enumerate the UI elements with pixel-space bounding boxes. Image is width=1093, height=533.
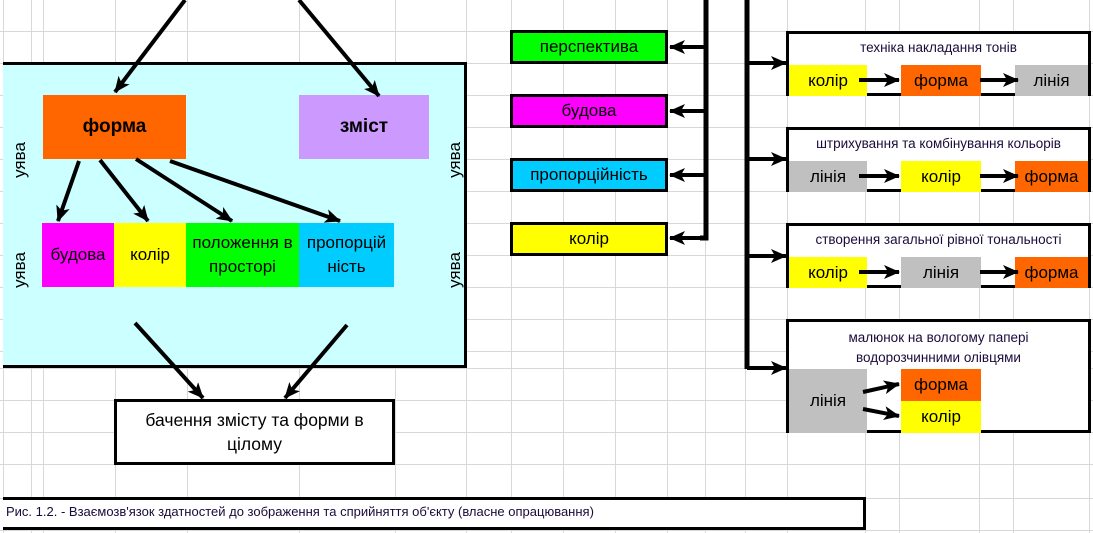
- list-item-kolir: колір: [510, 222, 668, 256]
- step-cell: колір: [789, 257, 867, 288]
- list-item-proportsiynist: пропорційність: [510, 158, 668, 192]
- technique-box-hatching: штрихування та комбінування кольорів лін…: [786, 127, 1091, 192]
- element-proportsiynist: пропорцій ність: [299, 223, 394, 287]
- result-box: бачення змісту та форми в цілому: [114, 399, 395, 465]
- step-cell: колір: [901, 401, 981, 433]
- imagination-label: уява: [435, 140, 475, 180]
- technique-box-even-tonality: створення загальної рівної тональності к…: [786, 223, 1091, 288]
- imagination-text: уява: [445, 252, 464, 288]
- step-cell: форма: [1015, 161, 1088, 192]
- element-kolir: колір: [114, 223, 186, 287]
- step-cell: форма: [1015, 257, 1088, 288]
- step-cell: лінія: [1015, 65, 1088, 96]
- imagination-label: уява: [0, 250, 40, 290]
- step-cell: лінія: [789, 369, 867, 433]
- imagination-text: уява: [445, 142, 464, 178]
- figure-caption: Рис. 1.2. - Взаємозв'язок здатностей до …: [3, 497, 866, 530]
- technique-title: техніка накладання тонів: [860, 40, 1017, 55]
- technique-title: малюнок на вологому папері водорозчинним…: [848, 330, 1029, 365]
- imagination-label: уява: [0, 140, 40, 180]
- list-item-budova: будова: [510, 94, 668, 128]
- list-item-perspektyva: перспектива: [510, 30, 668, 64]
- technique-title: створення загальної рівної тональності: [815, 232, 1062, 247]
- imagination-text: уява: [10, 252, 29, 288]
- technique-box-wet-paper: малюнок на вологому папері водорозчинним…: [786, 319, 1091, 433]
- step-cell: лінія: [789, 161, 867, 192]
- step-cell: колір: [789, 65, 867, 96]
- step-cell: колір: [901, 161, 981, 192]
- imagination-label: уява: [435, 250, 475, 290]
- forma-box: форма: [43, 95, 186, 159]
- step-cell: форма: [901, 65, 981, 96]
- element-budova: будова: [42, 223, 114, 287]
- step-cell: лінія: [901, 257, 981, 288]
- technique-title: штрихування та комбінування кольорів: [816, 136, 1061, 151]
- imagination-text: уява: [10, 142, 29, 178]
- technique-box-tone-layering: техніка накладання тонів колір форма лін…: [786, 31, 1091, 96]
- element-polozhennya: положення в просторі: [186, 223, 299, 287]
- step-cell: форма: [901, 369, 981, 401]
- zmist-box: зміст: [299, 95, 429, 159]
